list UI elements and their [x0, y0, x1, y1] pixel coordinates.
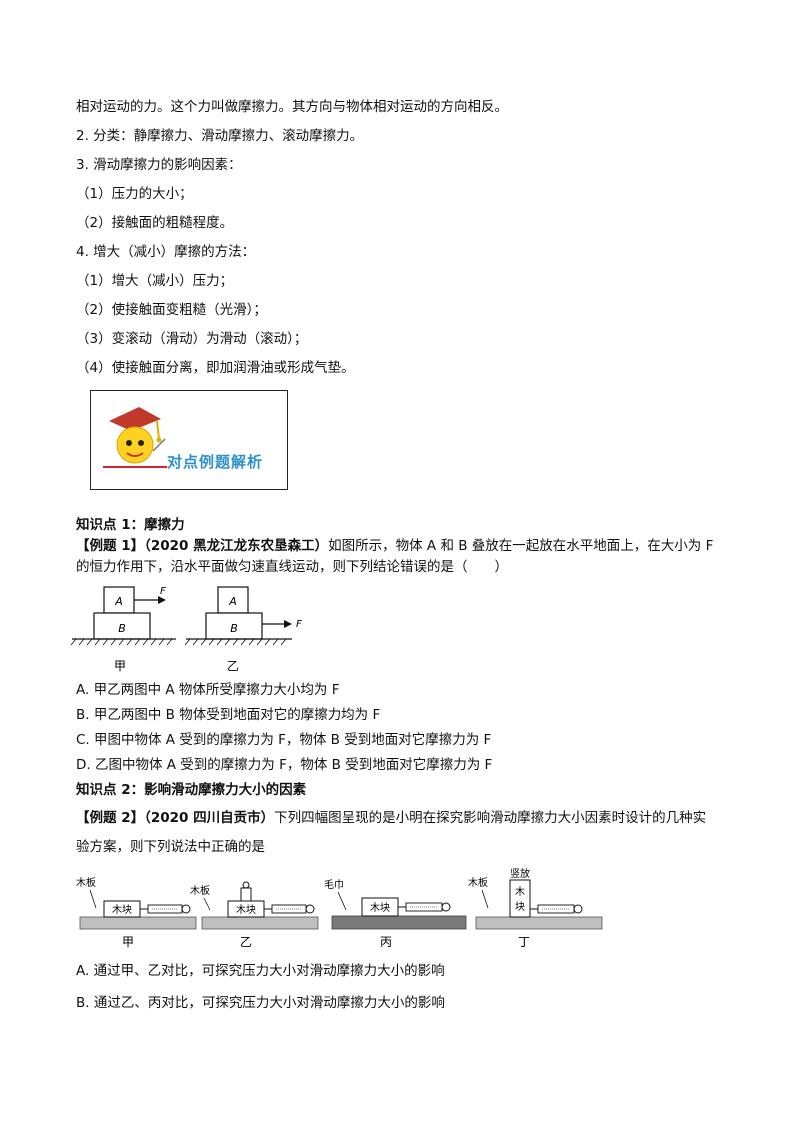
fig2-yi-caption: 乙 [240, 935, 252, 949]
fig2-jia-caption: 甲 [122, 935, 134, 949]
example-1-option-d: D. 乙图中物体 A 受到的摩擦力为 F，物体 B 受到地面对它摩擦力为 F [76, 757, 493, 773]
fig2-ding-block-char-1: 木 [515, 886, 525, 898]
example-2-tag: 【例题 2】（2020 四川自贡市） [76, 810, 275, 826]
fig1-yi-label-f: F [296, 619, 302, 630]
example-2-figure: 木板 木块 甲 木板 木块 乙 毛巾 木块 丙 木板 竖放 木 块 丁 [76, 867, 603, 949]
example-section-banner: 对点例题解析 [90, 390, 288, 490]
text-line-9: （3）变滚动（滑动）为滑动（滚动）； [76, 331, 308, 347]
fig1-yi-caption: 乙 [227, 659, 239, 673]
text-line-7: （1）增大（减小）压力； [76, 273, 234, 289]
fig2-yi-board-label: 木板 [190, 884, 210, 897]
text-line-1: 相对运动的力。这个力叫做摩擦力。其方向与物体相对运动的方向相反。 [76, 99, 508, 115]
example-2-stem-1: 下列四幅图呈现的是小明在探究影响滑动摩擦力大小因素时设计的几种实 [274, 810, 707, 826]
example-1-option-c: C. 甲图中物体 A 受到的摩擦力为 F，物体 B 受到地面对它摩擦力为 F [76, 732, 492, 748]
text-line-5: （2）接触面的粗糙程度。 [76, 215, 234, 231]
example-1-figure: A B F 甲 A B F 乙 [70, 586, 302, 673]
fig1-jia-label-f: F [160, 586, 166, 597]
fig2-jia-board-label: 木板 [76, 876, 96, 889]
fig2-yi-block-label: 木块 [236, 904, 256, 916]
fig2-bing-block-label: 木块 [370, 902, 390, 914]
fig1-jia-label-a: A [114, 595, 123, 608]
example-2-stem-line-2: 验方案，则下列说法中正确的是 [76, 839, 265, 855]
knowledge-point-1-title: 知识点 1：摩擦力 [76, 517, 185, 533]
text-line-8: （2）使接触面变粗糙（光滑）； [76, 302, 267, 318]
fig2-bing-towel-label: 毛巾 [324, 878, 344, 891]
example-1-option-a: A. 甲乙两图中 A 物体所受摩擦力大小均为 F [76, 682, 340, 698]
text-line-10: （4）使接触面分离，即加润滑油或形成气垫。 [76, 360, 355, 376]
fig1-yi-label-a: A [228, 595, 237, 608]
fig2-jia-block-label: 木块 [112, 904, 132, 916]
fig1-yi-label-b: B [230, 622, 238, 635]
example-2-stem-line-1: 【例题 2】（2020 四川自贡市）下列四幅图呈现的是小明在探究影响滑动摩擦力大… [76, 809, 706, 827]
fig2-ding-caption: 丁 [518, 935, 530, 949]
text-line-2: 2. 分类：静摩擦力、滑动摩擦力、滚动摩擦力。 [76, 128, 364, 144]
example-1-tag: 【例题 1】（2020 黑龙江龙东农垦森工） [76, 538, 329, 554]
fig2-ding-board-label: 木板 [468, 876, 488, 889]
knowledge-point-2-title: 知识点 2：影响滑动摩擦力大小的因素 [76, 782, 307, 798]
example-1-stem-line-1: 【例题 1】（2020 黑龙江龙东农垦森工）如图所示，物体 A 和 B 叠放在一… [76, 537, 713, 555]
example-2-option-a: A. 通过甲、乙对比，可探究压力大小对滑动摩擦力大小的影响 [76, 963, 445, 979]
fig1-jia-caption: 甲 [114, 659, 126, 673]
fig2-ding-vertical-label: 竖放 [510, 867, 530, 880]
text-line-3: 3. 滑动摩擦力的影响因素： [76, 157, 242, 173]
fig2-ding-block-char-2: 块 [515, 901, 525, 913]
fig1-jia-label-b: B [118, 622, 126, 635]
text-line-6: 4. 增大（减小）摩擦的方法： [76, 244, 256, 260]
fig2-bing-caption: 丙 [380, 935, 392, 949]
banner-underline [103, 466, 167, 468]
example-1-stem-line-2: 的恒力作用下，沿水平面做匀速直线运动，则下列结论错误的是（ ） [76, 559, 508, 575]
example-2-option-b: B. 通过乙、丙对比，可探究压力大小对滑动摩擦力大小的影响 [76, 995, 445, 1011]
text-line-4: （1）压力的大小； [76, 186, 193, 202]
mascot-icon [109, 407, 166, 464]
example-1-option-b: B. 甲乙两图中 B 物体受到地面对它的摩擦力均为 F [76, 707, 381, 723]
banner-title: 对点例题解析 [167, 453, 264, 471]
example-1-stem-1: 如图所示，物体 A 和 B 叠放在一起放在水平地面上，在大小为 F [328, 538, 714, 554]
